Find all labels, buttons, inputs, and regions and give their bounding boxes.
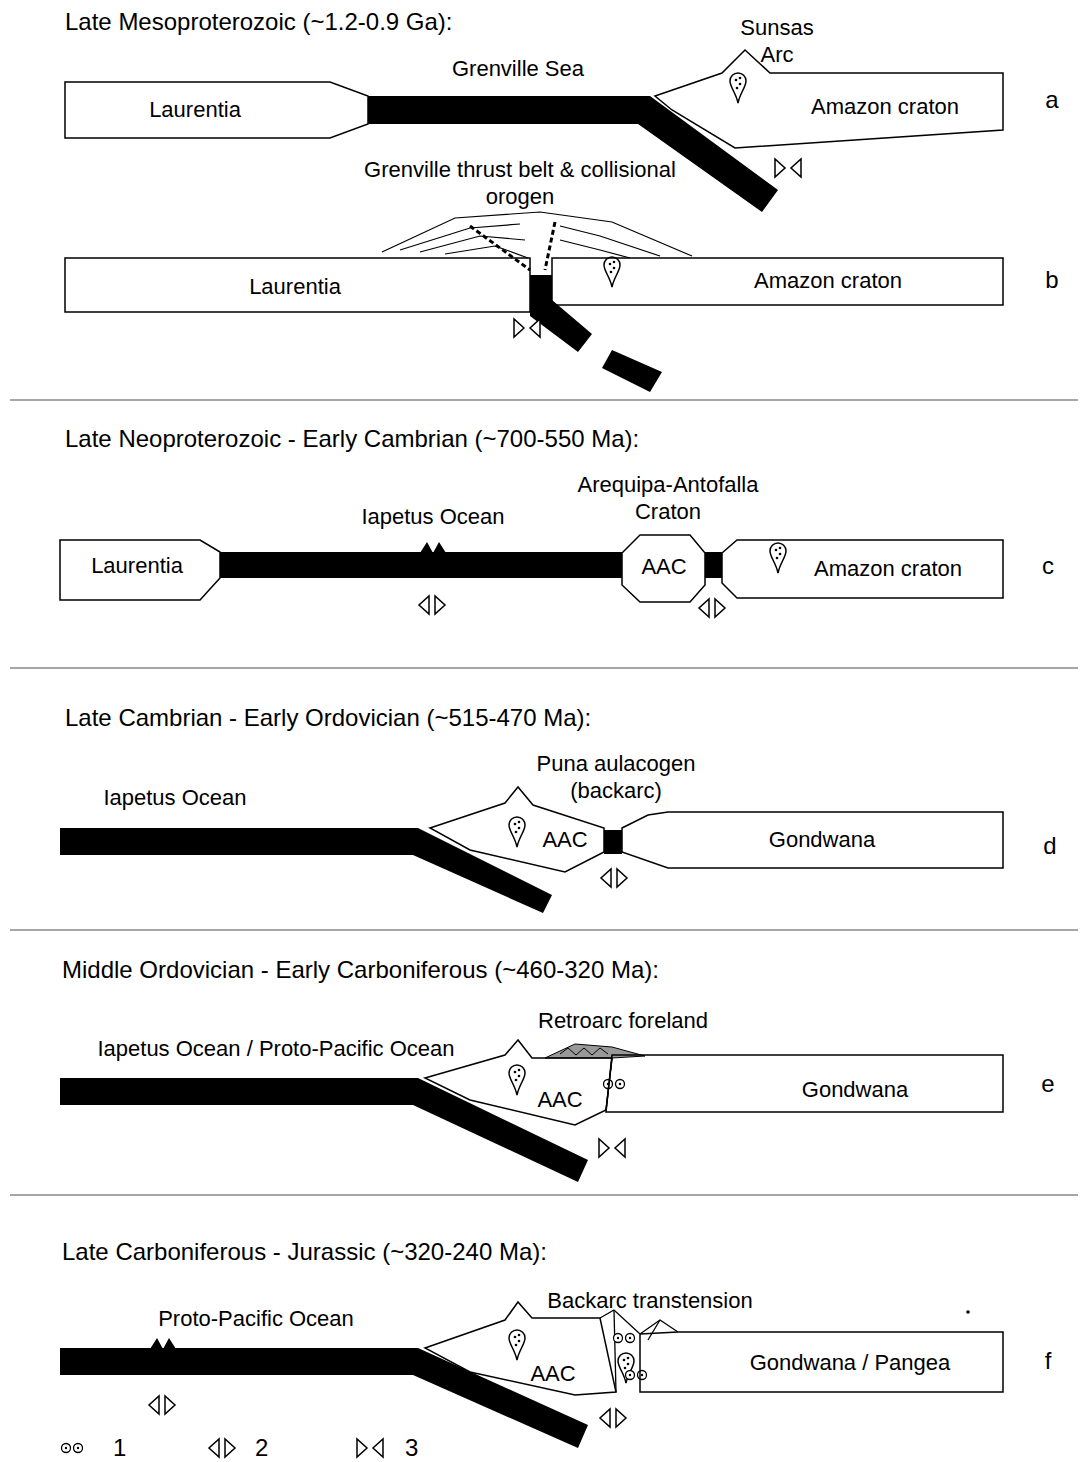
annotation-label: Iapetus Ocean <box>103 784 246 811</box>
block-outline <box>425 1302 616 1395</box>
annotation-label: Arequipa-Antofalla Craton <box>558 471 778 525</box>
crustal-block: Gondwana <box>606 1055 1003 1112</box>
block-label: Laurentia <box>91 553 183 579</box>
block-outline-shape <box>622 535 705 602</box>
crustal-block: AAC <box>622 535 705 602</box>
crustal-block: Amazon craton <box>552 258 1003 305</box>
annotation-label: b <box>1045 266 1058 293</box>
crustal-block: AAC <box>425 1302 616 1395</box>
block-label: AAC <box>542 827 587 853</box>
block-label: Gondwana <box>769 827 875 853</box>
legend-number: 3 <box>405 1434 418 1461</box>
annotation-label: Iapetus Ocean / Proto-Pacific Ocean <box>97 1035 454 1062</box>
block-outline-shape <box>655 50 1003 148</box>
annotation-label: Grenville Sea <box>452 55 584 82</box>
annotation-label: c <box>1042 552 1054 579</box>
block-label: Amazon craton <box>811 94 959 120</box>
block-outline-shape <box>722 540 1003 598</box>
block-outline-shape <box>65 82 368 138</box>
panel-heading: Middle Ordovician - Early Carboniferous … <box>62 956 659 983</box>
annotation-label: f <box>1045 1347 1052 1374</box>
crustal-block: Amazon craton <box>655 50 1003 148</box>
block-label: Laurentia <box>249 274 341 300</box>
annotation-label: a <box>1045 86 1058 113</box>
block-outline-shape <box>640 1332 1003 1392</box>
annotation-label: Backarc transtension <box>547 1287 752 1314</box>
block-label: AAC <box>641 554 686 580</box>
panel-heading: Late Cambrian - Early Ordovician (~515-4… <box>65 704 591 731</box>
panel-heading: Late Neoproterozoic - Early Cambrian (~7… <box>65 425 639 452</box>
block-label: Gondwana <box>802 1077 908 1103</box>
block-label: Laurentia <box>149 97 241 123</box>
annotation-label: Puna aulacogen (backarc) <box>516 750 716 804</box>
block-label: Gondwana / Pangea <box>750 1350 951 1376</box>
panel-heading: Late Carboniferous - Jurassic (~320-240 … <box>62 1238 547 1265</box>
block-outline-shape <box>65 258 530 312</box>
annotation-label: Proto-Pacific Ocean <box>158 1305 354 1332</box>
annotation-label: Retroarc foreland <box>538 1007 708 1034</box>
block-outline-shape <box>606 1055 1003 1112</box>
block-label: Amazon craton <box>754 268 902 294</box>
annotation-label: Sunsas Arc <box>727 14 827 68</box>
panel-heading: Late Mesoproterozoic (~1.2-0.9 Ga): <box>65 8 453 35</box>
crustal-block: Gondwana / Pangea <box>640 1332 1003 1392</box>
block-outline-shape <box>60 540 220 600</box>
block-label: Amazon craton <box>814 556 962 582</box>
legend-number: 1 <box>113 1434 126 1461</box>
annotation-label: e <box>1041 1070 1054 1097</box>
crustal-block: Amazon craton <box>722 540 1003 598</box>
block-outline-shape <box>622 812 1003 868</box>
block-label: AAC <box>530 1361 575 1387</box>
block-outline-shape <box>425 1302 616 1395</box>
crustal-block: Gondwana <box>622 812 1003 868</box>
annotation-label: Grenville thrust belt & collisional orog… <box>340 156 700 210</box>
crustal-block: Laurentia <box>60 540 220 600</box>
legend-number: 2 <box>255 1434 268 1461</box>
annotation-label: Iapetus Ocean <box>361 503 504 530</box>
crustal-block: Laurentia <box>65 258 530 312</box>
block-label: AAC <box>537 1087 582 1113</box>
block-outline-shape <box>552 258 1003 305</box>
annotation-label: d <box>1043 832 1056 859</box>
crustal-block: Laurentia <box>65 82 368 138</box>
